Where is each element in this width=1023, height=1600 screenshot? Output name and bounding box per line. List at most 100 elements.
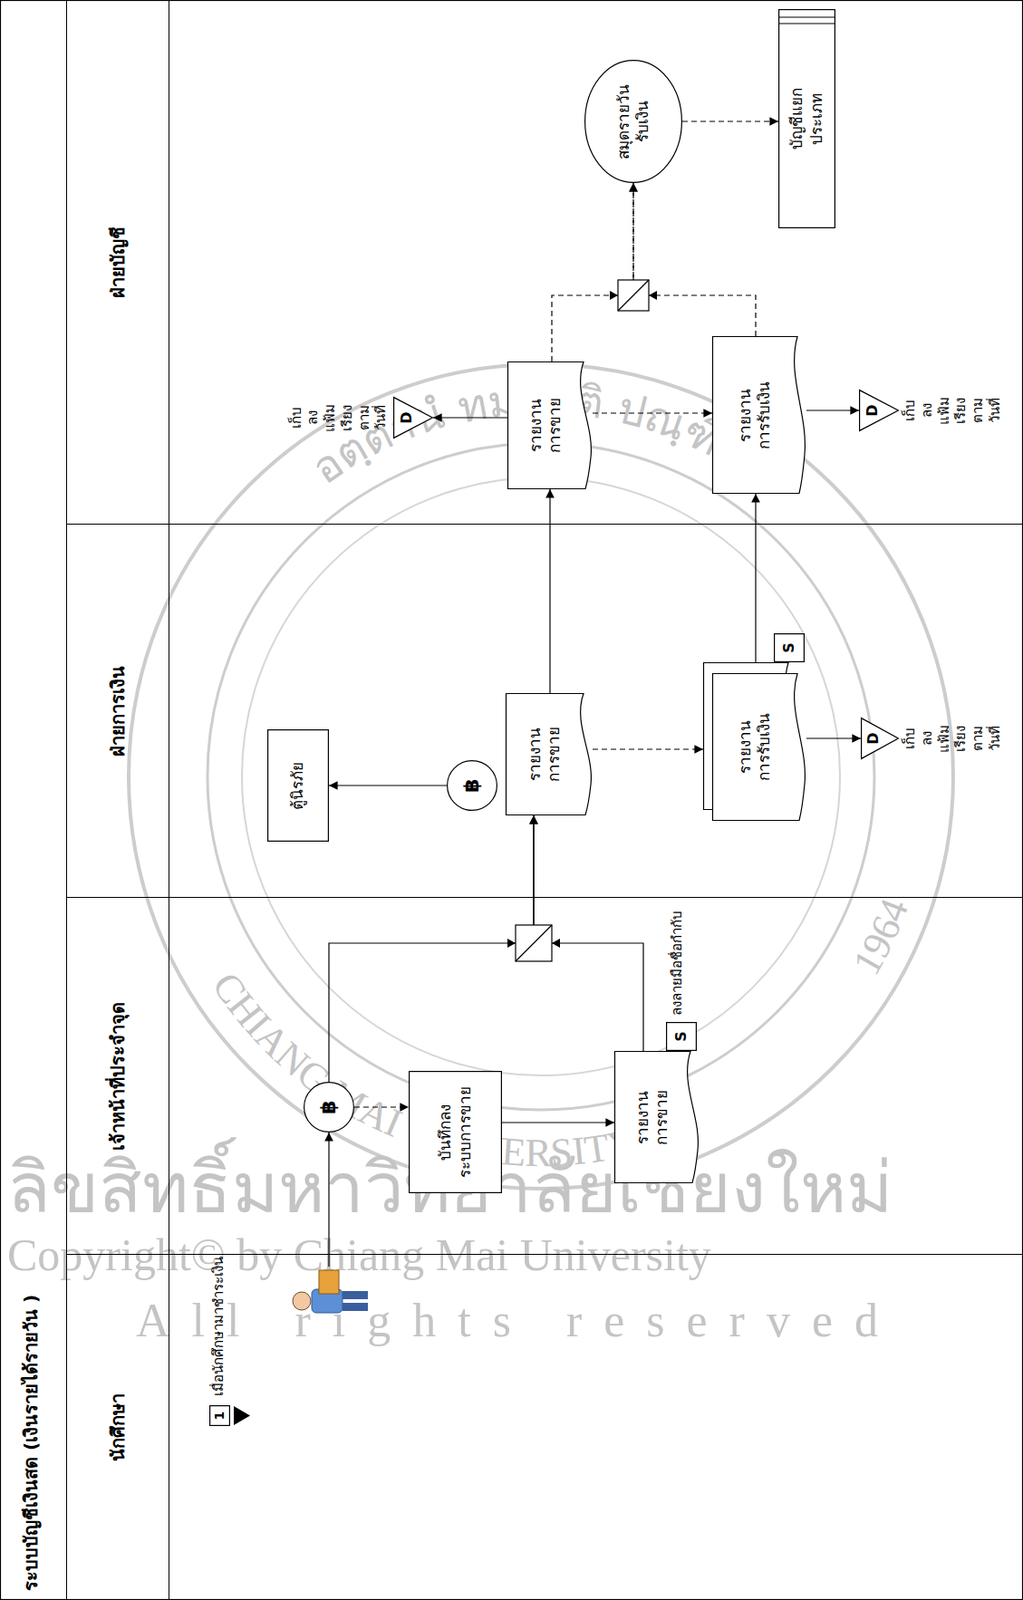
document-text: รายงาน การขาย bbox=[633, 1088, 673, 1147]
icon-head bbox=[292, 1292, 311, 1311]
lane-title: เจ้าหน้าที่ประจำจุด bbox=[106, 1002, 130, 1151]
student-icon bbox=[292, 1270, 368, 1313]
dashed-flow-arrow bbox=[682, 120, 779, 122]
lane-title: ฝ่ายบัญชี bbox=[106, 226, 130, 299]
collate-diagonal bbox=[515, 925, 552, 962]
box-outline bbox=[409, 1071, 502, 1194]
box-outline bbox=[666, 1023, 697, 1052]
document-text: รายงาน การรับเงิน bbox=[735, 712, 775, 783]
flow-arrow bbox=[549, 489, 551, 694]
arrowhead bbox=[609, 290, 618, 300]
flow-arrow bbox=[806, 737, 861, 739]
flow-arrow bbox=[754, 493, 756, 663]
diagram-title: ระบบบัญชีเงินสด (เงินรายได้รายวัน ) bbox=[19, 1294, 43, 1592]
file-triangle: Dเก็บลงแฟ้ม เรียงตามวันที่ bbox=[858, 389, 899, 432]
ledger-shape: บัญชีแยก ประเภท bbox=[778, 9, 836, 229]
annotation-note: ลงลายมือชื่อกำกับ bbox=[668, 910, 686, 1016]
document-outline bbox=[713, 337, 806, 494]
document-text: รายงาน การขาย bbox=[525, 725, 565, 784]
box-outline bbox=[779, 9, 836, 229]
flow-line bbox=[328, 1132, 329, 1267]
dashed-flow-arrow bbox=[592, 412, 713, 414]
document-outline bbox=[713, 674, 806, 821]
lane-header: นักศึกษา bbox=[67, 1254, 170, 1600]
ellipse-outline bbox=[447, 761, 498, 811]
file-letter: D bbox=[864, 732, 883, 744]
cash-circle: ฿ bbox=[446, 760, 498, 811]
swimlane: นักศึกษา 1 เมื่อนักศึกษามาชำระเงิน bbox=[66, 1254, 1023, 1600]
triangle-outline bbox=[859, 390, 899, 432]
document-shape: รายงาน การขาย bbox=[507, 361, 593, 490]
watermark-text: Copyright© by Chiang Mai University bbox=[7, 1228, 712, 1282]
document-outline bbox=[506, 694, 592, 816]
currency-symbol: ฿ bbox=[316, 1100, 342, 1114]
dashed-flow-arrow bbox=[354, 1106, 409, 1108]
callout-number: 1 bbox=[212, 1411, 229, 1421]
ellipse-outline bbox=[585, 60, 683, 184]
document-shape: รายงาน การขาย bbox=[505, 693, 593, 816]
swimlane: เจ้าหน้าที่ประจำจุด฿ บันทึกลง ระบบการขาย ร… bbox=[66, 897, 1023, 1255]
annotation-label: เก็บลงแฟ้ม เรียงตามวันที่ bbox=[901, 724, 1004, 753]
seal-ring bbox=[241, 477, 840, 1076]
triangle-outline bbox=[394, 397, 434, 439]
annotation-label: เมื่อนักศึกษามาชำระเงิน bbox=[210, 1256, 228, 1397]
collate-box bbox=[515, 925, 552, 962]
flow-arrow bbox=[501, 1121, 615, 1123]
document-outline bbox=[508, 362, 592, 490]
storage-box: ตู้นิรภัย bbox=[267, 729, 329, 842]
process-text: บันทึกลง ระบบการขาย bbox=[435, 1085, 475, 1180]
annotation-label: เก็บลงแฟ้ม เรียงตามวันที่ bbox=[288, 404, 391, 433]
annotation-label: เก็บลงแฟ้ม เรียงตามวันที่ bbox=[901, 396, 1004, 425]
watermark-text: All rights reserved bbox=[135, 1293, 900, 1348]
triangle-outline bbox=[861, 718, 899, 760]
ledger-text: บัญชีแยก ประเภท bbox=[787, 86, 827, 152]
lane-title: นักศึกษา bbox=[106, 1393, 130, 1462]
collate-box bbox=[617, 279, 649, 311]
tab-letter: S bbox=[780, 642, 799, 654]
flow-arrow bbox=[433, 416, 508, 418]
icon-leg bbox=[342, 1291, 368, 1300]
cash-circle: ฿ bbox=[303, 1081, 355, 1133]
lane-header: ฝ่ายการเงิน bbox=[67, 524, 170, 898]
ledger-line bbox=[779, 22, 836, 24]
box-outline bbox=[774, 634, 805, 663]
box-outline bbox=[268, 730, 329, 842]
arrowhead bbox=[648, 290, 657, 300]
document-text: รายงาน การขาย bbox=[526, 396, 566, 455]
icon-leg bbox=[342, 1302, 368, 1312]
flow-arrow bbox=[328, 784, 447, 786]
document-shape: รายงาน การขาย bbox=[614, 1051, 700, 1184]
flow-arrow bbox=[806, 409, 859, 411]
seal-text: 1964 bbox=[844, 893, 918, 983]
arrowhead bbox=[551, 938, 560, 948]
box-outline bbox=[210, 1406, 231, 1427]
document-text: รายงาน การรับเงิน bbox=[735, 379, 775, 451]
ellipse-outline bbox=[304, 1082, 355, 1133]
icon-parcel bbox=[318, 1270, 339, 1294]
swimlane: ฝ่ายบัญชีDเก็บลงแฟ้ม เรียงตามวันที่รายงา… bbox=[66, 0, 1023, 525]
tab-letter: S bbox=[672, 1031, 691, 1043]
file-letter: D bbox=[397, 411, 416, 424]
signature-tab: S bbox=[665, 1022, 697, 1052]
dashed-flow-arrow bbox=[633, 183, 756, 337]
storage-text: ตู้นิรภัย bbox=[288, 762, 308, 811]
flow-arrow bbox=[328, 815, 534, 1082]
seal-year: 1964 bbox=[844, 893, 918, 983]
file-letter: D bbox=[863, 404, 882, 416]
journal-text: สมุดรายวัน รับเงิน bbox=[614, 82, 654, 161]
journal-ellipse: สมุดรายวัน รับเงิน bbox=[584, 59, 683, 184]
file-triangle: Dเก็บลงแฟ้ม เรียงตามวันที่ bbox=[860, 717, 899, 760]
seal-ring bbox=[207, 443, 875, 1110]
file-triangle: Dเก็บลงแฟ้ม เรียงตามวันที่ bbox=[393, 396, 434, 439]
start-triangle bbox=[233, 1406, 251, 1426]
lane-header: ฝ่ายบัญชี bbox=[67, 0, 170, 524]
collate-symbol bbox=[609, 279, 657, 311]
collate-symbol bbox=[507, 925, 560, 962]
lane-header: เจ้าหน้าที่ประจำจุด bbox=[67, 897, 170, 1255]
dashed-flow-arrow bbox=[592, 748, 704, 750]
document-outline bbox=[615, 1051, 699, 1184]
collate-diagonal bbox=[617, 279, 649, 311]
ledger-line bbox=[779, 16, 836, 18]
process-box: บันทึกลง ระบบการขาย bbox=[408, 1071, 502, 1194]
